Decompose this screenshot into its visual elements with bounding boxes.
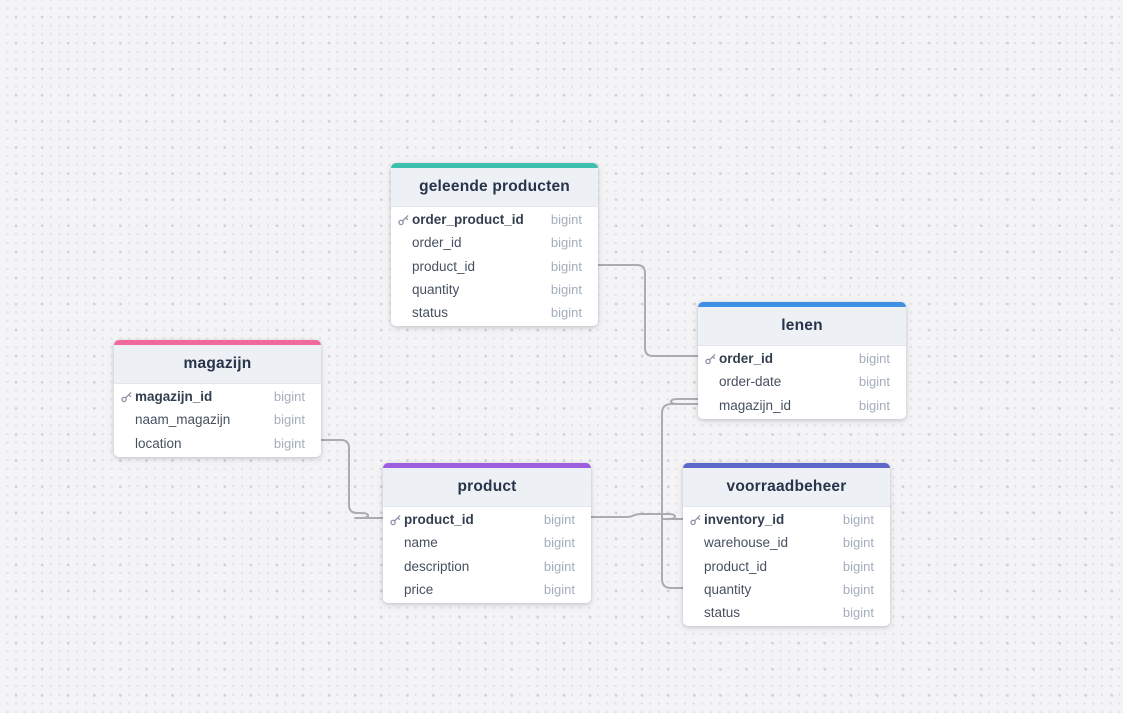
field-type: bigint — [543, 535, 575, 551]
field-row-warehouse_id[interactable]: warehouse_id bigint — [683, 531, 890, 555]
table-title: product — [457, 478, 517, 495]
relationship-magazijn-product[interactable] — [320, 439, 384, 519]
table-header[interactable]: magazijn — [114, 345, 321, 384]
field-row-quantity[interactable]: quantity bigint — [391, 277, 598, 301]
table-accent-bar — [391, 163, 598, 168]
field-type: bigint — [273, 435, 305, 451]
table-accent-bar — [114, 340, 321, 345]
field-row-order-date[interactable]: order-date bigint — [698, 370, 906, 394]
field-type: bigint — [842, 605, 874, 621]
relationship-lenen-voorraadbeheer[interactable] — [661, 398, 699, 589]
field-row-naam_magazijn[interactable]: naam_magazijn bigint — [114, 408, 321, 432]
table-title: lenen — [781, 317, 823, 334]
primary-key-icon — [389, 513, 402, 526]
field-type: bigint — [550, 235, 582, 251]
field-name: order_id — [719, 351, 774, 367]
field-name: description — [404, 558, 470, 574]
primary-key-icon — [397, 213, 410, 226]
table-title: voorraadbeheer — [726, 478, 847, 495]
field-type: bigint — [543, 512, 575, 528]
relationship-product-voorraadbeheer[interactable] — [590, 513, 684, 520]
field-name: status — [412, 305, 449, 321]
table-header[interactable]: lenen — [698, 307, 906, 346]
field-type: bigint — [550, 281, 582, 297]
field-type: bigint — [273, 389, 305, 405]
field-name: magazijn_id — [135, 389, 213, 405]
table-title: magazijn — [183, 355, 252, 372]
field-type: bigint — [858, 374, 890, 390]
primary-key-icon — [120, 390, 133, 403]
table-title: geleende producten — [419, 178, 570, 195]
field-row-product_id[interactable]: product_id bigint — [391, 254, 598, 278]
field-row-description[interactable]: description bigint — [383, 554, 591, 578]
table-accent-bar — [698, 302, 906, 307]
field-type: bigint — [550, 212, 582, 228]
field-row-name[interactable]: name bigint — [383, 531, 591, 555]
field-name: naam_magazijn — [135, 412, 231, 428]
field-type: bigint — [842, 512, 874, 528]
field-row-status[interactable]: status bigint — [391, 301, 598, 325]
table-accent-bar — [683, 463, 890, 468]
field-row-order_id[interactable]: order_id bigint — [391, 231, 598, 255]
field-name: product_id — [704, 558, 768, 574]
table-accent-bar — [383, 463, 591, 468]
field-row-location[interactable]: location bigint — [114, 431, 321, 455]
field-name: inventory_id — [704, 512, 785, 528]
field-row-product_id[interactable]: product_id bigint — [383, 508, 591, 532]
field-row-magazijn_id[interactable]: magazijn_id bigint — [698, 393, 906, 417]
field-row-price[interactable]: price bigint — [383, 577, 591, 601]
field-name: order_id — [412, 235, 462, 251]
field-name: order-date — [719, 374, 782, 390]
field-type: bigint — [842, 581, 874, 597]
field-type: bigint — [842, 558, 874, 574]
table-header[interactable]: geleende producten — [391, 168, 598, 207]
field-type: bigint — [550, 258, 582, 274]
field-type: bigint — [842, 535, 874, 551]
field-name: order_product_id — [412, 212, 524, 228]
field-row-magazijn_id[interactable]: magazijn_id bigint — [114, 385, 321, 409]
field-name: product_id — [404, 512, 474, 528]
field-type: bigint — [858, 351, 890, 367]
field-row-product_id[interactable]: product_id bigint — [683, 554, 890, 578]
field-type: bigint — [858, 397, 890, 413]
field-row-order_id[interactable]: order_id bigint — [698, 347, 906, 371]
field-name: location — [135, 435, 182, 451]
field-type: bigint — [273, 412, 305, 428]
field-row-status[interactable]: status bigint — [683, 601, 890, 625]
field-type: bigint — [550, 305, 582, 321]
field-row-inventory_id[interactable]: inventory_id bigint — [683, 508, 890, 532]
field-row-quantity[interactable]: quantity bigint — [683, 577, 890, 601]
field-name: status — [704, 605, 741, 621]
field-type: bigint — [543, 558, 575, 574]
primary-key-icon — [704, 352, 717, 365]
field-type: bigint — [543, 581, 575, 597]
field-name: quantity — [704, 581, 752, 597]
field-name: name — [404, 535, 438, 551]
table-header[interactable]: product — [383, 468, 591, 507]
relationship-geleende-producten-lenen[interactable] — [597, 264, 699, 357]
field-name: product_id — [412, 258, 476, 274]
table-header[interactable]: voorraadbeheer — [683, 468, 890, 507]
field-name: quantity — [412, 281, 460, 297]
field-row-order_product_id[interactable]: order_product_id bigint — [391, 208, 598, 232]
field-name: price — [404, 581, 434, 597]
primary-key-icon — [689, 513, 702, 526]
field-name: warehouse_id — [704, 535, 789, 551]
field-name: magazijn_id — [719, 397, 792, 413]
